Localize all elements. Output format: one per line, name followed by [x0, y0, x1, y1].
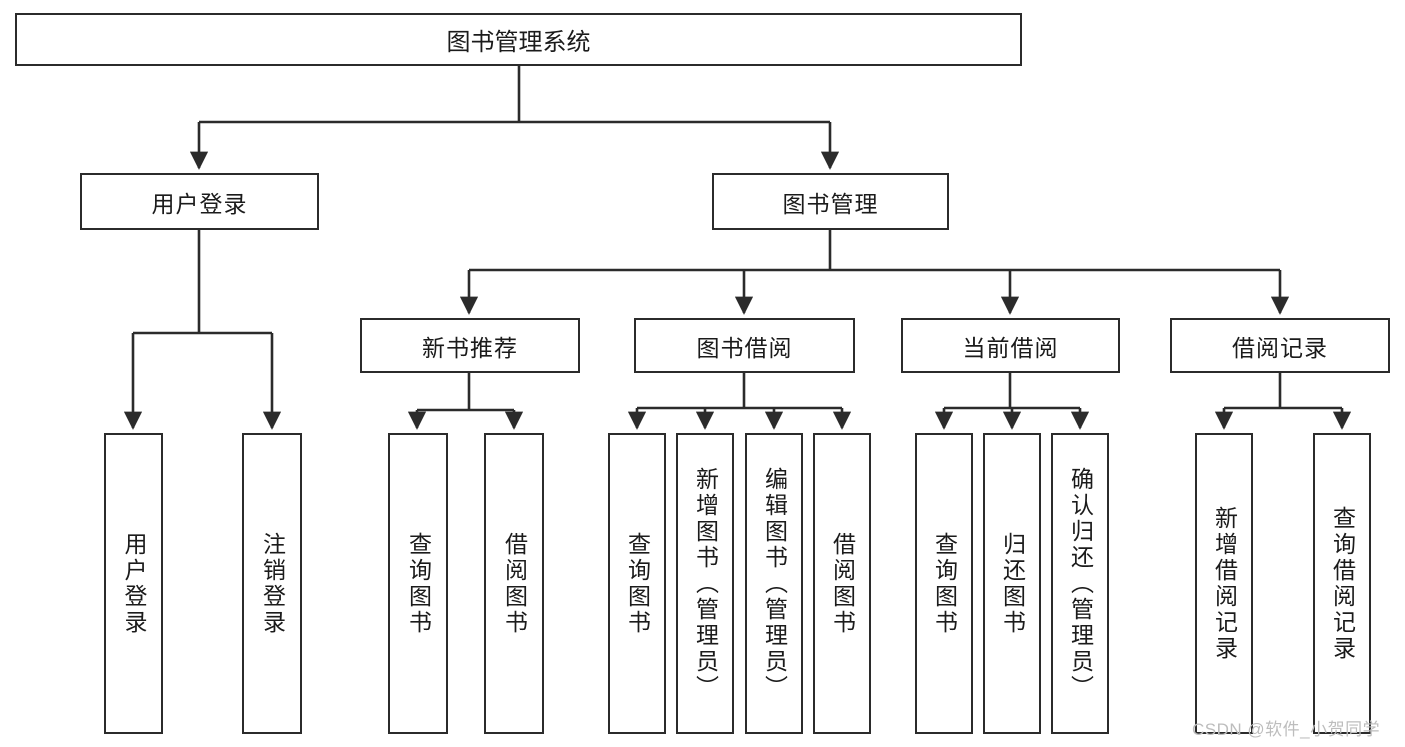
leaf-query-book-newbook[interactable]: 查询图书 [388, 433, 448, 734]
leaf-query-book-borrow[interactable]: 查询图书 [608, 433, 666, 734]
leaf-label: 确认归还（管理员） [1067, 466, 1094, 701]
leaf-label: 查询图书 [624, 531, 651, 636]
leaf-add-book-admin[interactable]: 新增图书（管理员） [676, 433, 734, 734]
leaf-label: 编辑图书（管理员） [761, 466, 788, 701]
node-root-book-management-system[interactable]: 图书管理系统 [15, 13, 1022, 66]
node-label: 当前借阅 [962, 334, 1059, 361]
leaf-label: 新增图书（管理员） [692, 466, 719, 701]
leaf-return-book[interactable]: 归还图书 [983, 433, 1041, 734]
leaf-confirm-return-admin[interactable]: 确认归还（管理员） [1051, 433, 1109, 734]
node-label: 图书管理 [782, 190, 879, 217]
node-book-borrow[interactable]: 图书借阅 [634, 318, 855, 373]
node-user-login[interactable]: 用户登录 [80, 173, 319, 230]
leaf-label: 查询图书 [405, 531, 432, 636]
node-label: 借阅记录 [1232, 334, 1328, 361]
leaf-label: 新增借阅记录 [1211, 505, 1238, 662]
node-book-management[interactable]: 图书管理 [712, 173, 949, 230]
leaf-edit-book-admin[interactable]: 编辑图书（管理员） [745, 433, 803, 734]
leaf-borrow-book-newbook[interactable]: 借阅图书 [484, 433, 544, 734]
leaf-user-login[interactable]: 用户登录 [104, 433, 163, 734]
leaf-label: 注销登录 [259, 531, 286, 636]
leaf-query-borrow-record[interactable]: 查询借阅记录 [1313, 433, 1371, 734]
leaf-query-book-current[interactable]: 查询图书 [915, 433, 973, 734]
node-borrow-records[interactable]: 借阅记录 [1170, 318, 1390, 373]
node-current-borrow[interactable]: 当前借阅 [901, 318, 1120, 373]
leaf-add-borrow-record[interactable]: 新增借阅记录 [1195, 433, 1253, 734]
leaf-label: 查询借阅记录 [1329, 505, 1356, 662]
node-label: 图书借阅 [696, 334, 793, 361]
node-label: 新书推荐 [422, 334, 518, 361]
leaf-logout[interactable]: 注销登录 [242, 433, 302, 734]
leaf-borrow-book[interactable]: 借阅图书 [813, 433, 871, 734]
node-label: 用户登录 [151, 190, 248, 217]
node-new-book-recommend[interactable]: 新书推荐 [360, 318, 580, 373]
leaf-label: 查询图书 [931, 531, 958, 636]
leaf-label: 用户登录 [121, 531, 147, 636]
leaf-label: 归还图书 [999, 531, 1026, 636]
leaf-label: 借阅图书 [829, 531, 856, 636]
leaf-label: 借阅图书 [501, 531, 528, 636]
node-label: 图书管理系统 [446, 29, 591, 56]
